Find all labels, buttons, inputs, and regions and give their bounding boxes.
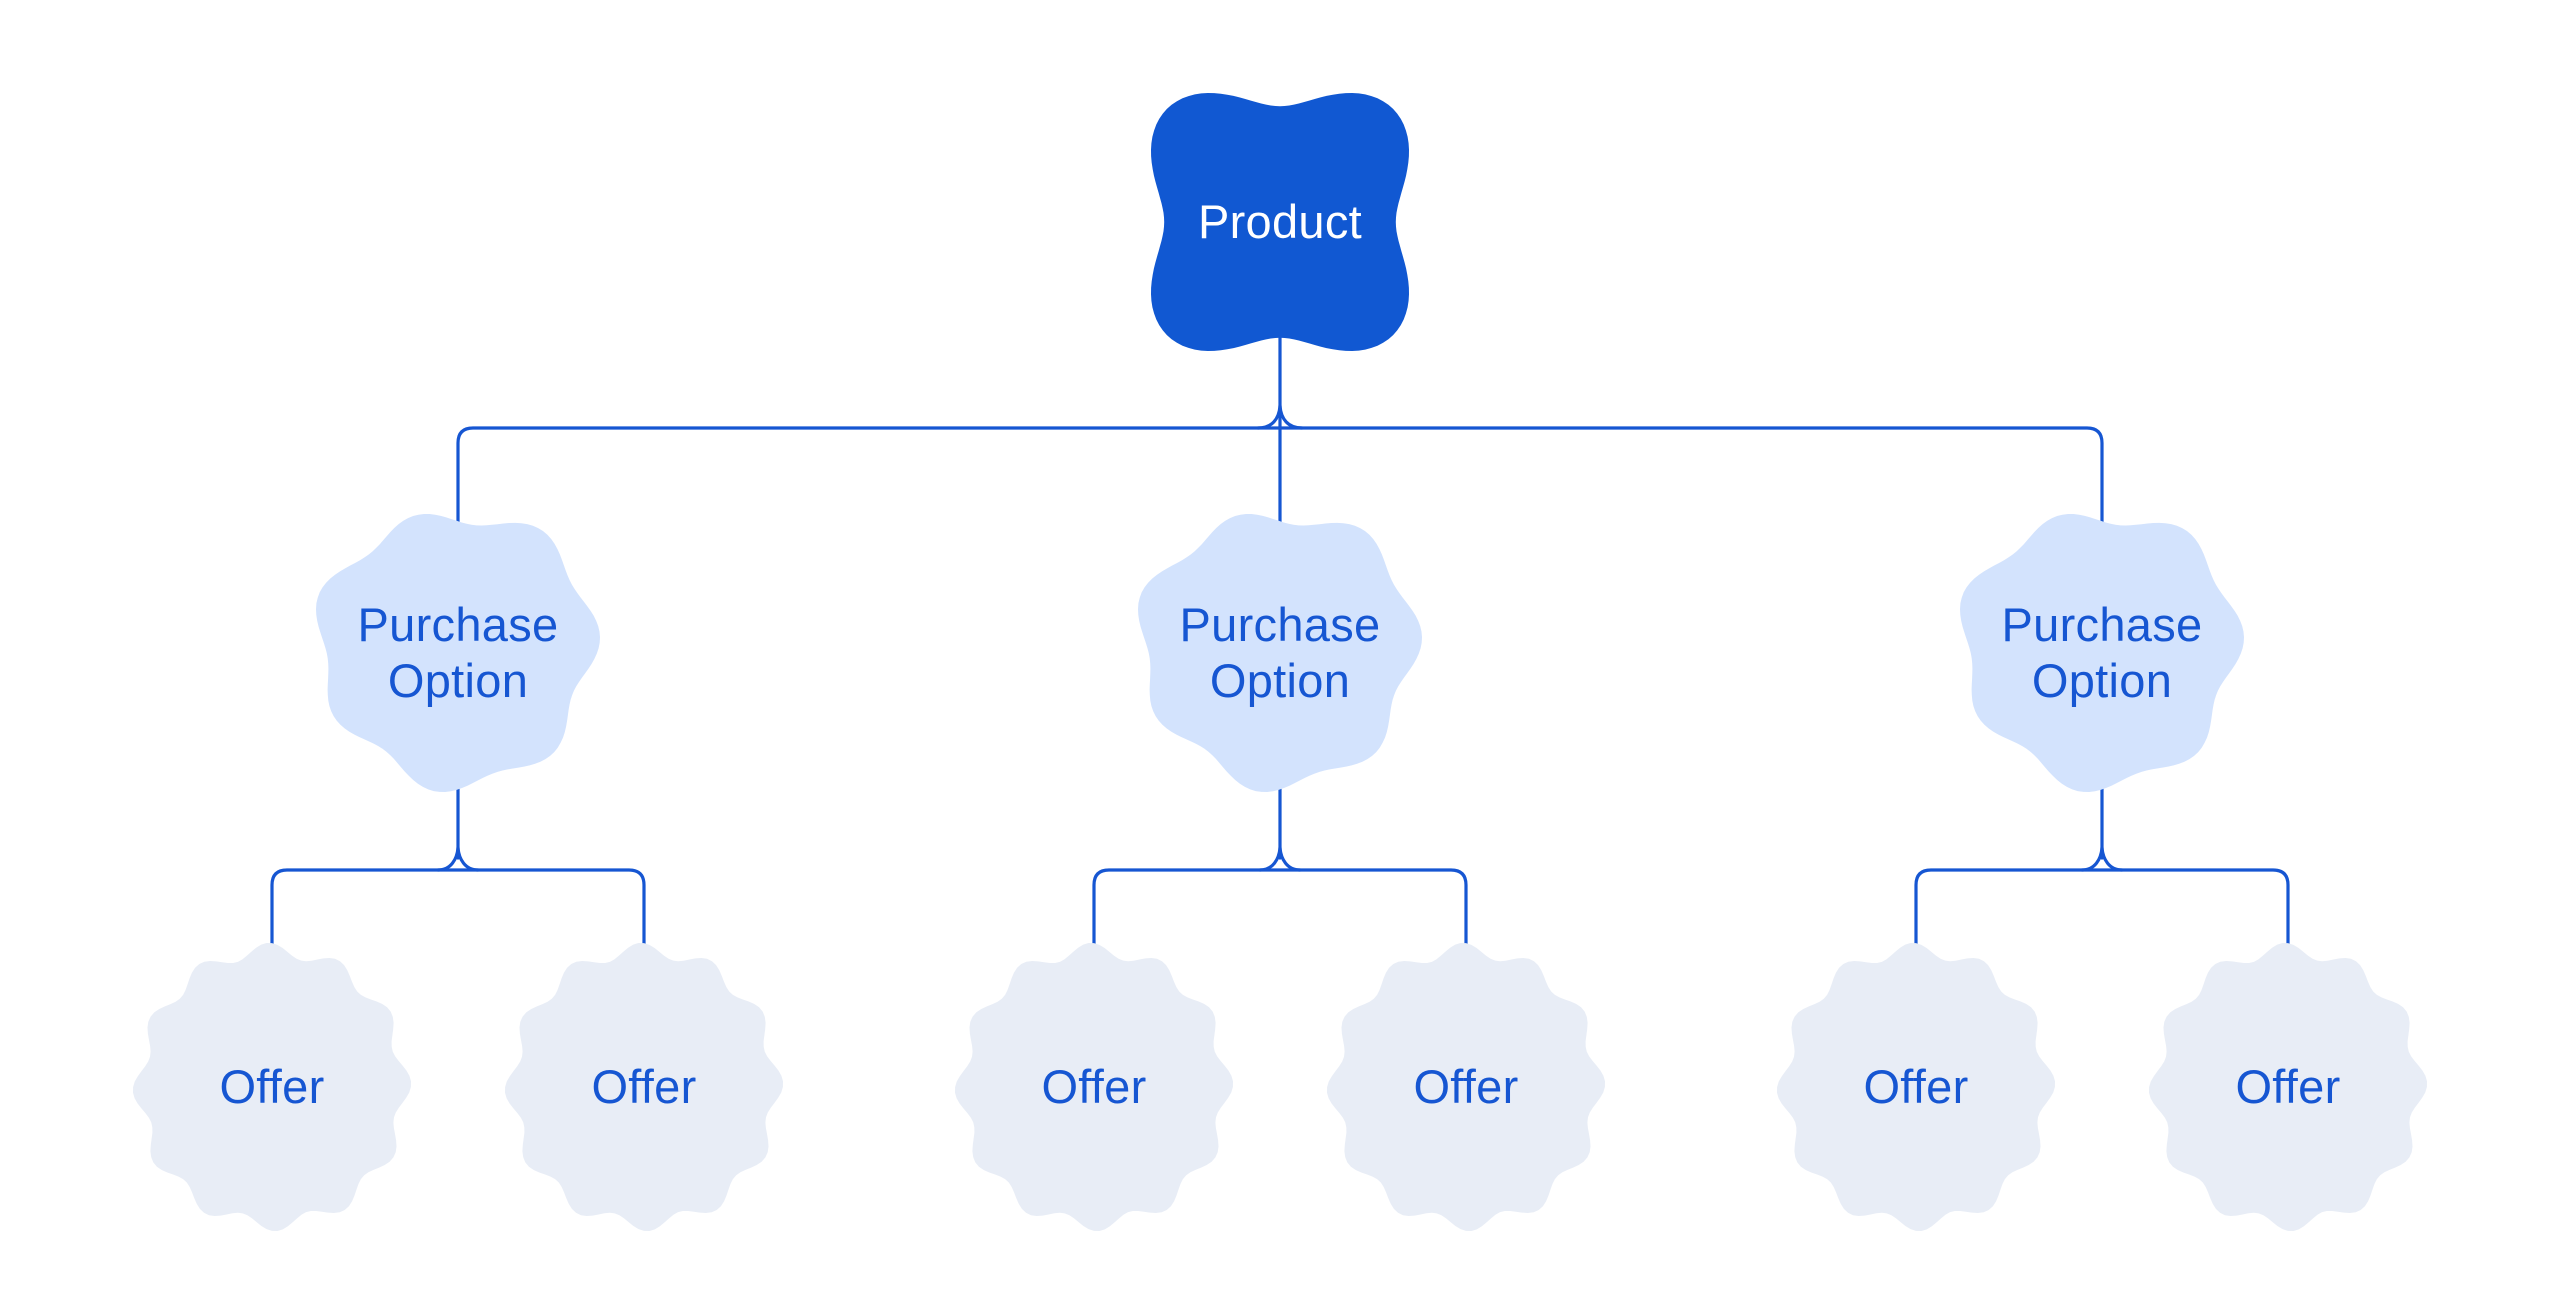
purchase-option-node-shape: [1960, 514, 2244, 792]
offer-node-shape: [133, 943, 411, 1231]
offer-node-shape: [1777, 943, 2055, 1231]
purchase-option-node-shape: [1138, 514, 1422, 792]
offer-node-shape: [955, 943, 1233, 1231]
connector-level2-bar: [270, 868, 646, 954]
connector-level2-fillet-left: [436, 846, 460, 872]
connector-level1-bar: [456, 426, 2104, 524]
purchase-option-node-shape: [316, 514, 600, 792]
connector-level2-fillet-right: [1278, 846, 1302, 872]
connector-level2-fillet-right: [456, 846, 480, 872]
connector-level2-fillet-left: [2080, 846, 2104, 872]
connector-level1-fillet-right: [1278, 404, 1304, 430]
connector-level2-fillet-left: [1258, 846, 1282, 872]
connector-level2-bar: [1092, 868, 1468, 954]
offer-node-shape: [505, 943, 783, 1231]
offer-node-shape: [1327, 943, 1605, 1231]
product-node-shape: [1151, 93, 1409, 351]
connector-level2-fillet-right: [2100, 846, 2124, 872]
connector-level2-bar: [1914, 868, 2290, 954]
connector-level1-fillet-left: [1256, 404, 1282, 430]
offer-node-shape: [2149, 943, 2427, 1231]
